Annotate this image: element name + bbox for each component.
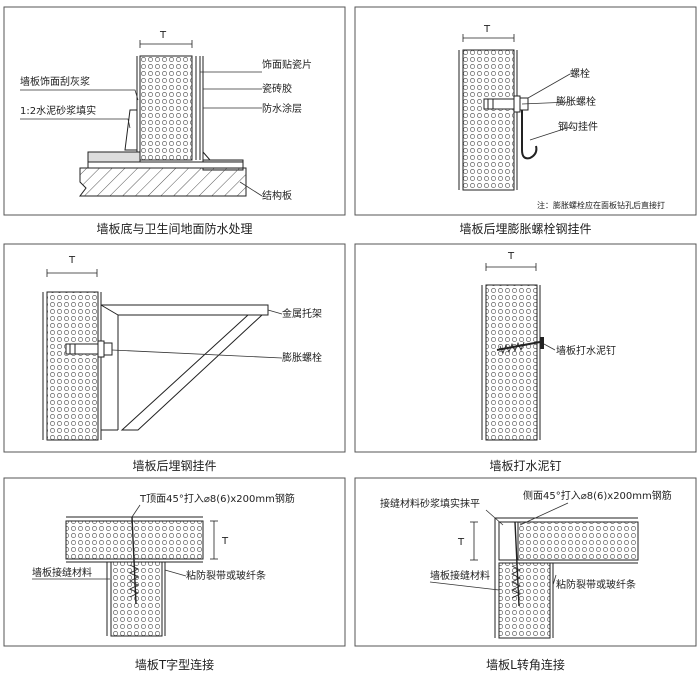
panel-floor-waterproofing: T 墙板饰面刮灰浆 1:2水泥砂浆填实 饰面贴瓷片 瓷砖胶 防水涂层	[3, 6, 346, 216]
leader-lines	[32, 504, 187, 580]
dimension-label: T	[159, 30, 167, 41]
note-text: 注：膨胀螺栓应在面板钻孔后直接打	[537, 200, 665, 210]
label-bolt: 螺栓	[570, 67, 590, 80]
leader-line	[543, 343, 556, 351]
label-cement-nail: 墙板打水泥钉	[556, 344, 616, 357]
panel-frame	[3, 6, 346, 216]
label-tile-adhesive: 瓷砖胶	[262, 82, 292, 95]
panel-frame	[354, 6, 697, 216]
wall-panel	[462, 49, 515, 191]
wall-panel	[485, 284, 538, 441]
leader-lines	[20, 71, 263, 197]
dimension-t: T	[139, 30, 193, 48]
dimension-label: T	[507, 251, 515, 262]
dimension-t: T	[46, 255, 98, 277]
panel-l-corner: T 接缝材料砂浆填实抹平 侧面45°打入⌀8(6)x200mm钢筋 墙板接缝材料…	[354, 477, 697, 647]
caption-steel-bracket: 墙板后埋钢挂件	[132, 459, 217, 473]
caption-l-corner: 墙板L转角连接	[486, 658, 565, 672]
rebar	[129, 516, 139, 605]
panel-frame	[3, 477, 346, 647]
expansion-bolt	[65, 340, 113, 358]
rebar	[511, 521, 521, 607]
label-crack-tape: 粘防裂带或玻纤条	[186, 569, 266, 582]
label-structural-slab: 结构板	[262, 189, 292, 202]
label-joint-material: 墙板接缝材料	[32, 566, 92, 579]
label-rebar: T顶面45°打入⌀8(6)x200mm钢筋	[139, 492, 295, 505]
label-mortar-filling: 接缝材料砂浆填实抹平	[380, 497, 480, 510]
structural-slab	[79, 167, 247, 197]
dimension-t: T	[457, 521, 478, 561]
caption-t-joint: 墙板T字型连接	[134, 658, 215, 672]
vertical-panel	[110, 561, 163, 637]
caption-cement-nail: 墙板打水泥钉	[489, 459, 562, 473]
dimension-t: T	[210, 520, 229, 560]
dimension-label: T	[457, 537, 465, 548]
leader-lines	[521, 73, 571, 141]
dimension-t: T	[485, 251, 537, 271]
panel-steel-bracket: T 金属托架 膨胀螺栓	[3, 243, 346, 453]
dimension-label: T	[483, 24, 491, 35]
horizontal-panel	[65, 520, 204, 560]
dimension-label: T	[68, 255, 76, 266]
dimension-label: T	[221, 536, 229, 547]
leader-lines	[111, 309, 283, 359]
label-mortar-fill: 1:2水泥砂浆填实	[20, 104, 96, 117]
panel-t-joint: T T顶面45°打入⌀8(6)x200mm钢筋 墙板接缝材料 粘防裂带或玻纤条	[3, 477, 346, 647]
panel-cement-nail: T 墙板打水泥钉	[354, 243, 697, 453]
horizontal-panel	[517, 521, 639, 561]
panel-frame	[354, 477, 697, 647]
dimension-t: T	[462, 24, 515, 42]
caption-expansion-bolt-hook: 墙板后埋膨胀螺栓钢挂件	[459, 222, 592, 236]
label-expansion-bolt: 膨胀螺栓	[556, 95, 596, 108]
panel-frame	[3, 243, 346, 453]
joint-filler	[498, 521, 519, 561]
leader-lines	[429, 502, 569, 591]
wall-panel	[139, 55, 193, 161]
label-rebar: 侧面45°打入⌀8(6)x200mm钢筋	[523, 489, 672, 502]
panel-frame	[354, 243, 697, 453]
floor-finish-left	[87, 151, 141, 163]
panel-expansion-bolt-hook: T 螺栓 膨胀螺栓 钢勾挂件 注：膨胀螺栓应在面板钻孔后直接打	[354, 6, 697, 216]
label-wall-finish: 墙板饰面刮灰浆	[20, 75, 90, 88]
cement-nail	[496, 337, 544, 355]
label-waterproof-coating: 防水涂层	[262, 102, 302, 115]
steel-hook	[521, 110, 538, 160]
wall-panel	[46, 291, 99, 441]
caption-floor-waterproofing: 墙板底与卫生间地面防水处理	[96, 222, 253, 236]
vertical-panel	[498, 562, 551, 639]
label-joint-material: 墙板接缝材料	[430, 569, 490, 582]
label-steel-hook: 钢勾挂件	[558, 120, 598, 133]
label-metal-bracket: 金属托架	[282, 307, 322, 320]
label-tile-facing: 饰面贴瓷片	[262, 58, 312, 71]
label-crack-tape: 粘防裂带或玻纤条	[556, 578, 636, 591]
label-expansion-bolt: 膨胀螺栓	[282, 351, 322, 364]
mortar-fill	[124, 109, 138, 151]
metal-bracket	[100, 304, 269, 431]
